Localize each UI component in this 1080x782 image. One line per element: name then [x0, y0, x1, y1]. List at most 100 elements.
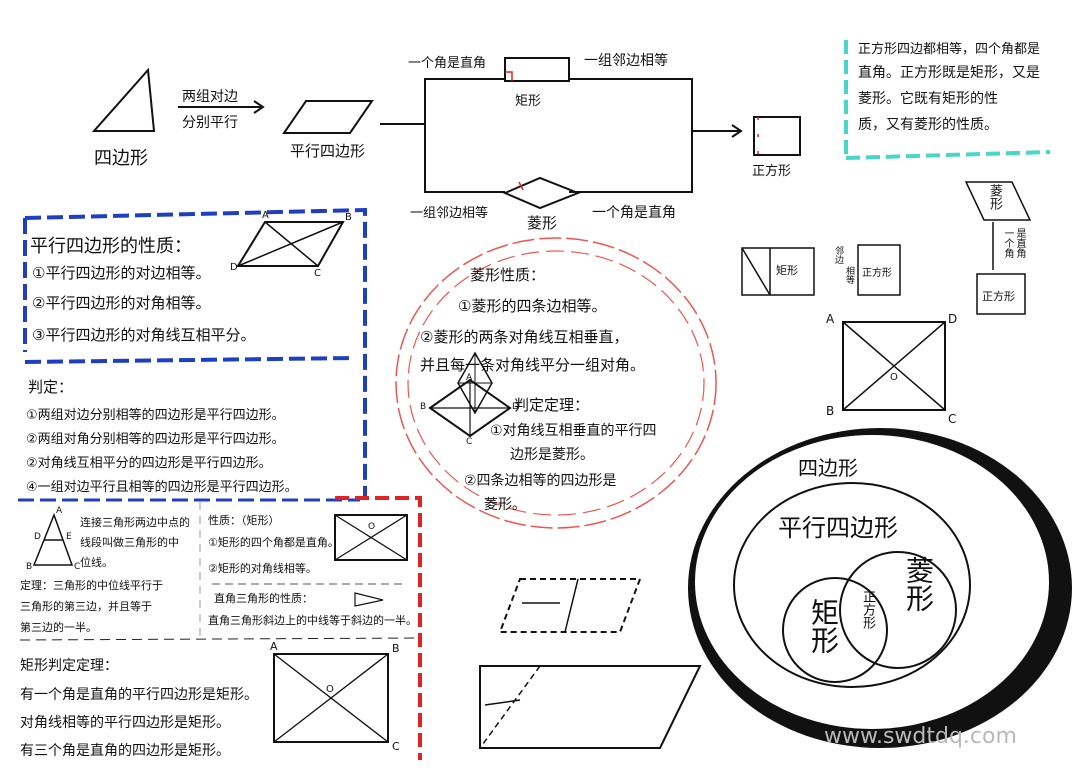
rhombus-label-D: D — [512, 402, 519, 412]
rect-judge-label-A: A — [270, 640, 278, 653]
rect-props-diagram — [334, 514, 408, 561]
midline-label-D: D — [34, 532, 41, 542]
rect-props-label-O: O — [368, 522, 376, 532]
rect-judge-1: 有一个角是直角的平行四边形是矩形。 — [20, 687, 258, 703]
mini-adjacent-a: 邻边 — [833, 246, 843, 264]
midline-theorem-2: 三角形的第三边，并且等于 — [20, 600, 152, 613]
rhombus-props-1: ①菱形的四条边相等。 — [458, 297, 607, 315]
pg-label-A: A — [262, 210, 269, 221]
venn-overlap-label: 正方形 — [860, 590, 875, 629]
top-condition: 一个角是直角 — [408, 56, 487, 71]
right-tri-title: 直角三角形的性质： — [214, 592, 313, 605]
venn-middle-label: 平行四边形 — [778, 514, 898, 542]
midline-label-A: A — [56, 506, 63, 516]
rect-props-2: ②矩形的对角线相等。 — [208, 562, 317, 575]
rhombus-tick — [518, 181, 524, 191]
pg-props-1: ①平行四边形的对边相等。 — [32, 264, 211, 282]
arrow-1-head — [253, 100, 265, 114]
square-label: 正方形 — [752, 164, 792, 179]
rhombus-judge-2a: ②四条边相等的四边形是 — [464, 473, 617, 489]
red-box-mid — [19, 637, 421, 641]
pg-props-title: 平行四边形的性质： — [30, 236, 192, 257]
parallelogram-label: 平行四边形 — [290, 142, 366, 160]
rect-judge-label-C: C — [392, 740, 400, 753]
venn-middle — [733, 482, 971, 688]
bottom-right-condition: 一个角是直角 — [592, 205, 676, 221]
rect-diagonals — [842, 321, 946, 411]
cyan-bracket-bottom — [845, 150, 1051, 160]
pg-label-D: D — [230, 262, 238, 273]
bracket-bottom — [424, 124, 505, 193]
bottom-condition: 一组邻边相等 — [410, 206, 489, 221]
midline-label-C: C — [74, 562, 81, 572]
rhombus-props-2a: ②菱形的两条对角线互相垂直， — [420, 328, 629, 346]
rhombus-label-B: B — [420, 402, 427, 412]
red-cloud-inner — [407, 250, 705, 516]
square-note-2: 直角。正方形既是矩形，又是 — [858, 65, 1040, 81]
rhombus-judge-1a: ①对角线互相垂直的平行四 — [490, 423, 657, 439]
mini-rect-label: 矩形 — [776, 264, 798, 277]
rect-judge-diag-2 — [273, 653, 389, 743]
arrow1-label-1: 两组对边 — [182, 89, 238, 105]
venn-left-circle — [782, 577, 888, 683]
rect-props-title: 性质：（矩形） — [208, 514, 280, 527]
rhombus-judge-2b: 菱形。 — [484, 497, 526, 513]
rhombus-judge-title: 判定定理： — [514, 396, 590, 414]
mini-corner-a: 一个角 — [1002, 228, 1013, 258]
rhombus-judge-1b: 边形是菱形。 — [510, 447, 594, 463]
midline-label-B: B — [26, 562, 33, 572]
venn-outer-label: 四边形 — [798, 456, 858, 480]
rect-props-diag-2 — [334, 514, 408, 561]
quadrilateral-shape — [91, 67, 156, 132]
rhombus-label-A: A — [466, 373, 473, 383]
square-note-1: 正方形四边都相等，四个角都是 — [858, 42, 1041, 57]
rect-props-1: ①矩形的四个角都是直角。 — [208, 536, 339, 549]
midline-theorem-1: 定理：三角形的中位线平行于 — [20, 579, 163, 592]
parallelogram-shape — [282, 100, 374, 134]
bracket-top — [424, 78, 505, 124]
rhombus-props-2b: 并且每一条对角线平分一组对角。 — [420, 356, 646, 374]
pg-judge-2: ②两组对角分别相等的四边形是平行四边形。 — [26, 432, 285, 447]
rect-judge-label-B: B — [392, 642, 400, 655]
rect-judge-3: 有三个角是直角的四边形是矩形。 — [20, 743, 230, 759]
mini-corner-b: 是直角 — [1014, 228, 1025, 258]
square-shape — [753, 116, 801, 156]
midline-desc-3: 位线。 — [80, 556, 113, 569]
venn-right-label: 菱形 — [902, 556, 935, 612]
square-note-4: 质，又有菱形的性质。 — [858, 117, 998, 133]
rectangle-right-angle — [505, 71, 513, 81]
midline-desc-2: 线段叫做三角形的中 — [80, 536, 179, 549]
mini-square-label: 正方形 — [982, 290, 1015, 303]
pg-judge-title: 判定： — [28, 378, 74, 396]
midline-theorem-3: 第三边的一半。 — [20, 621, 97, 634]
sketch-2-dash — [479, 665, 541, 749]
mini-rhombus — [964, 181, 1032, 221]
label-O-right: O — [890, 372, 898, 383]
pg-label-C: C — [314, 268, 321, 279]
label-C-right: C — [948, 412, 957, 426]
quadrilateral-label: 四边形 — [94, 148, 148, 169]
rhombus-shape — [502, 176, 581, 210]
label-D-right: D — [948, 312, 958, 326]
midline-label-E: E — [66, 532, 72, 542]
rhombus-props-title: 菱形性质： — [470, 266, 546, 284]
sketch-parallelogram-1 — [498, 578, 642, 633]
arrow1-label-2: 分别平行 — [182, 115, 238, 131]
watermark: www.swdtdq.com — [824, 724, 1017, 749]
pg-judge-3: ②对角线互相平分的四边形是平行四边形。 — [26, 456, 272, 471]
rect-judge-2: 对角线相等的平行四边形是矩形。 — [20, 715, 230, 731]
rect-judge-diagram — [273, 653, 389, 743]
pg-label-B: B — [345, 212, 352, 223]
square-note-3: 菱形。它既有矩形的性 — [858, 91, 998, 107]
top-right-condition: 一组邻边相等 — [584, 53, 668, 69]
rect-judge-title: 矩形判定定理： — [20, 658, 118, 674]
rhombus-label: 菱形 — [527, 214, 558, 232]
rect-diag-2 — [842, 321, 946, 411]
pg-props-3: ③平行四边形的对角线互相平分。 — [32, 326, 256, 344]
right-tri-item: 直角三角形斜边上的中线等于斜边的一半。 — [208, 614, 417, 627]
blue-box-mid — [24, 356, 356, 364]
pg-props-2: ②平行四边形的对角相等。 — [32, 294, 211, 312]
label-A-right: A — [826, 312, 835, 326]
blue-box-top — [24, 207, 367, 500]
